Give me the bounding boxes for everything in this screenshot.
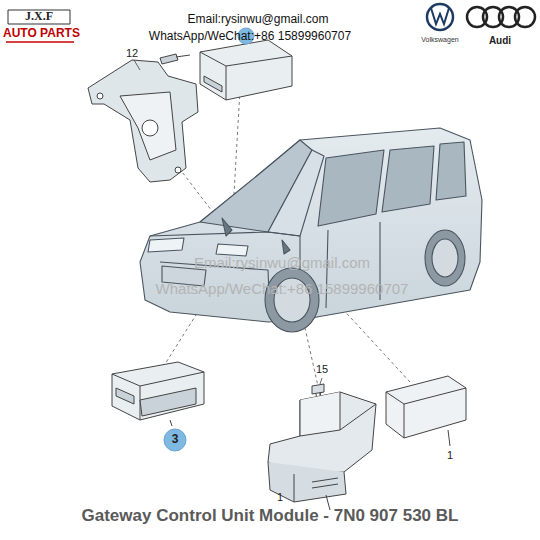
callout-number: 1 — [277, 491, 283, 503]
module-bracket — [268, 392, 376, 510]
vw-logo — [427, 4, 453, 30]
car-illustration — [140, 128, 482, 332]
audi-logo — [467, 7, 535, 27]
watermark: Email:rysinwu@gmail.com — [194, 255, 370, 272]
contact-text: WhatsApp/WeChat:+86 15899960707 — [149, 30, 351, 43]
gateway-module — [386, 376, 466, 446]
watermark: WhatsApp/WeChat:+86 15899960707 — [156, 281, 409, 298]
callout-number: 1 — [447, 449, 453, 461]
brand-name: Audi — [489, 35, 511, 46]
logo-text: J.X.F — [25, 10, 53, 23]
contact-text: Email:rysinwu@gmail.com — [188, 13, 329, 26]
callout-leaders — [134, 60, 322, 384]
callout-number: 3 — [172, 433, 179, 446]
logo-text: AUTO PARTS — [3, 27, 80, 40]
bracket — [88, 54, 198, 182]
gateway-module — [112, 362, 204, 451]
callout-number: 15 — [316, 363, 328, 375]
diagram-title: Gateway Control Unit Module - 7N0 907 53… — [82, 507, 459, 526]
callout-number: 12 — [126, 47, 138, 59]
brand-name: Volkswagen — [421, 36, 458, 44]
